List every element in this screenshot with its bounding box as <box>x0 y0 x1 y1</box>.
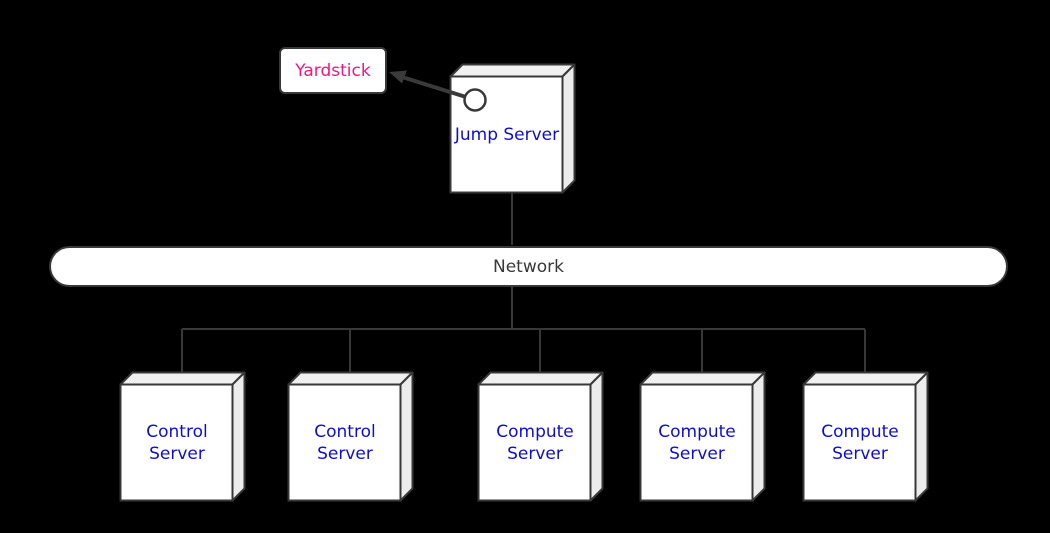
node-shape <box>639 371 766 502</box>
network-label: Network <box>493 256 564 277</box>
compute-server-node-1: Compute Server <box>477 371 604 502</box>
yardstick-box: Yardstick <box>279 47 387 94</box>
node-shape <box>802 371 929 502</box>
node-shape <box>477 371 604 502</box>
yardstick-label: Yardstick <box>295 60 371 81</box>
compute-server-label-2: Compute Server <box>658 421 736 464</box>
compute-server-label-1: Compute Server <box>496 421 574 464</box>
network-bar: Network <box>49 246 1008 287</box>
compute-server-label-3: Compute Server <box>821 421 899 464</box>
control-server-node-1: Control Server <box>119 371 246 502</box>
node-shape <box>119 371 246 502</box>
jump-server-label: Jump Server <box>454 124 560 145</box>
arrow-head-to-yardstick <box>389 70 407 84</box>
compute-server-node-3: Compute Server <box>802 371 929 502</box>
node-shape <box>287 371 414 502</box>
control-server-label-2: Control Server <box>314 421 376 464</box>
compute-server-node-2: Compute Server <box>639 371 766 502</box>
jump-server-node: Jump Server <box>449 63 576 194</box>
control-server-label-1: Control Server <box>146 421 208 464</box>
control-server-node-2: Control Server <box>287 371 414 502</box>
